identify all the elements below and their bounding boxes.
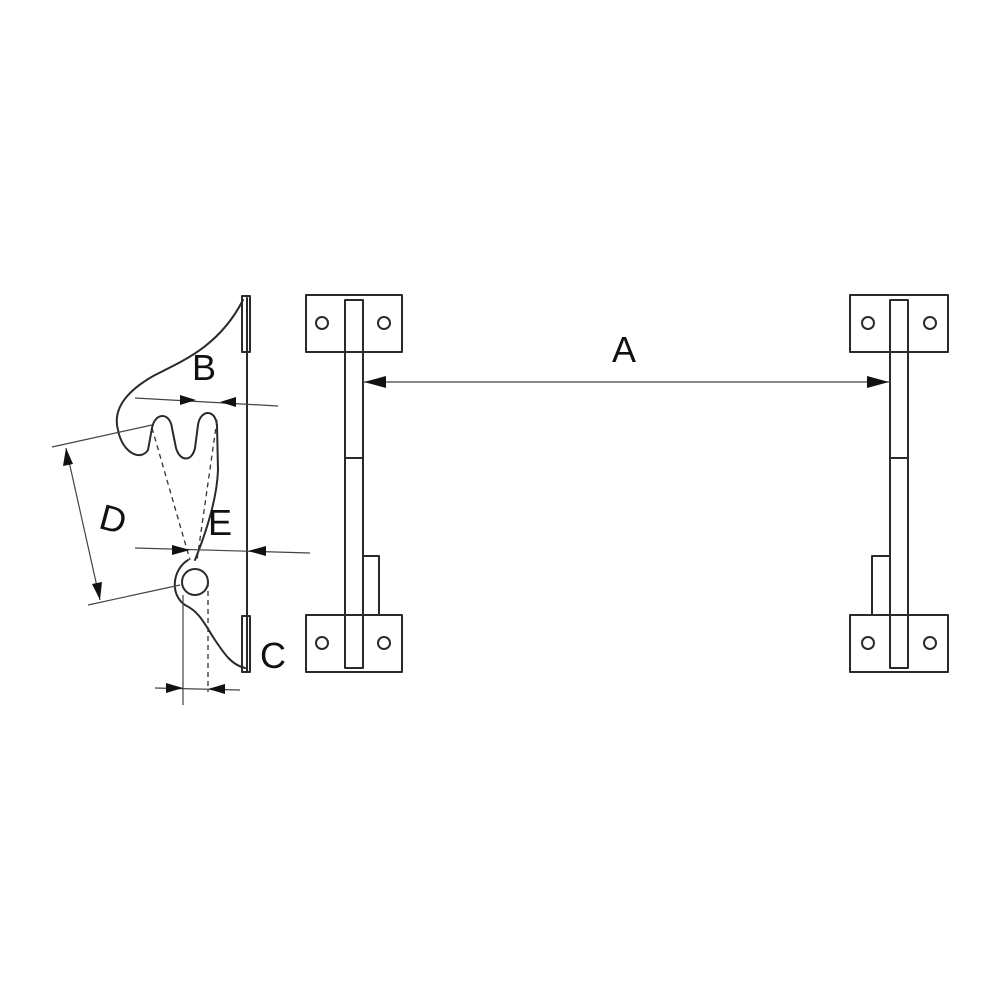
dim-b-line bbox=[134, 397, 279, 407]
right-top-plate bbox=[849, 294, 949, 353]
dim-b-arrow-left bbox=[180, 395, 196, 405]
dim-d-arrow-top bbox=[63, 448, 73, 466]
dim-e-arrow-right bbox=[248, 546, 266, 556]
label-e: E bbox=[208, 502, 232, 543]
label-c: C bbox=[260, 635, 286, 676]
upper-plate-tab bbox=[241, 295, 251, 353]
right-bracket-front bbox=[849, 294, 949, 673]
left-top-plate bbox=[305, 294, 403, 353]
left-top-hole-1 bbox=[315, 316, 329, 330]
dim-a-arrow-right bbox=[867, 376, 889, 388]
hook-outline bbox=[115, 299, 244, 561]
dim-c-arrow-right bbox=[208, 684, 225, 694]
lower-plate-tab bbox=[241, 615, 251, 673]
left-bottom-plate bbox=[305, 614, 403, 673]
dim-e-line bbox=[134, 547, 311, 554]
right-top-hole-2 bbox=[923, 316, 937, 330]
right-top-hole-1 bbox=[861, 316, 875, 330]
dim-e-arrow-left bbox=[172, 545, 190, 555]
dimension-a: A bbox=[363, 329, 890, 388]
hook-side-profile: B D E C bbox=[51, 295, 311, 705]
dim-c-arrow-left bbox=[166, 683, 183, 693]
right-bottom-hole-2 bbox=[923, 636, 937, 650]
left-bracket-front bbox=[305, 294, 403, 673]
left-bottom-hole-2 bbox=[377, 636, 391, 650]
right-vertical-bar bbox=[889, 299, 909, 669]
dim-a-arrow-left bbox=[364, 376, 386, 388]
label-b: B bbox=[192, 347, 216, 388]
label-a: A bbox=[612, 329, 636, 370]
right-bottom-plate bbox=[849, 614, 949, 673]
left-bottom-hole-1 bbox=[315, 636, 329, 650]
construction-line-1 bbox=[151, 427, 191, 561]
dim-d-arrow-bottom bbox=[92, 582, 102, 600]
pivot-pin bbox=[181, 568, 209, 596]
right-bottom-hole-1 bbox=[861, 636, 875, 650]
hook-throat bbox=[173, 559, 246, 669]
label-d: D bbox=[95, 496, 131, 542]
left-vertical-bar bbox=[344, 299, 364, 669]
left-top-hole-2 bbox=[377, 316, 391, 330]
dim-d-ext-bottom bbox=[87, 584, 181, 606]
right-hook-block bbox=[871, 555, 891, 616]
dim-d-ext-top bbox=[51, 424, 153, 448]
dim-d-line bbox=[65, 447, 101, 601]
dim-b-arrow-right bbox=[220, 397, 236, 407]
construction-line-2 bbox=[196, 419, 218, 561]
left-hook-block bbox=[362, 555, 380, 616]
